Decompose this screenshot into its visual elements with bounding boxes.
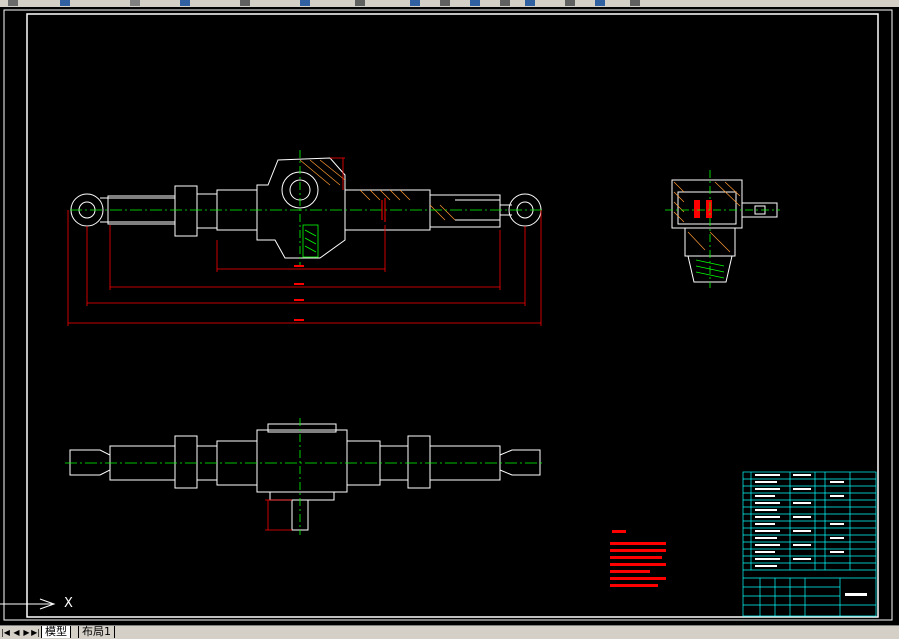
toolbar-icon[interactable]: [565, 0, 575, 6]
drawing-frame: [26, 13, 879, 618]
toolbar-icon[interactable]: [500, 0, 510, 6]
toolbar-icon[interactable]: [8, 0, 18, 6]
toolbar-icon[interactable]: [130, 0, 140, 6]
title-block: [742, 471, 877, 617]
tab-layout1[interactable]: 布局1: [78, 626, 115, 638]
ucs-icon: [0, 598, 56, 610]
toolbar-icon[interactable]: [470, 0, 480, 6]
front-view-accents: [70, 150, 545, 265]
side-view-accents: [665, 170, 780, 288]
front-view-hatch: [299, 159, 456, 221]
toolbar-icon[interactable]: [630, 0, 640, 6]
toolbar-icon[interactable]: [525, 0, 535, 6]
top-view-centerlines: [65, 418, 545, 535]
toolbar-icon[interactable]: [300, 0, 310, 6]
tab-last-icon[interactable]: ▶|: [31, 628, 40, 637]
side-view-hatch: [673, 181, 741, 253]
side-view-red-parts: [694, 200, 712, 218]
layout-tab-bar: |◀ ◀ ▶ ▶| 模型 布局1: [0, 625, 899, 639]
toolbar-icon[interactable]: [595, 0, 605, 6]
side-view: [671, 179, 778, 283]
front-view: [70, 157, 542, 259]
technical-notes: [610, 530, 666, 587]
toolbar-icon[interactable]: [410, 0, 420, 6]
dimension-text-marks: [294, 265, 304, 321]
tab-first-icon[interactable]: |◀: [1, 628, 10, 637]
toolbar-icon[interactable]: [355, 0, 365, 6]
title-block-text: [755, 474, 867, 596]
tab-next-icon[interactable]: ▶: [23, 628, 30, 637]
toolbar-icon[interactable]: [60, 0, 70, 6]
toolbar-icon[interactable]: [180, 0, 190, 6]
toolbar-icon[interactable]: [440, 0, 450, 6]
tab-prev-icon[interactable]: ◀: [13, 628, 20, 637]
front-view-dimensions: [67, 157, 542, 326]
cad-drawing[interactable]: [0, 7, 899, 625]
front-view-red-parts: [381, 198, 386, 222]
ucs-x-label: X: [64, 596, 73, 611]
top-view: [69, 423, 541, 531]
paper-border: [3, 9, 893, 621]
top-view-dimensions: [265, 499, 292, 531]
drawing-canvas[interactable]: [0, 7, 899, 625]
toolbar-icon[interactable]: [240, 0, 250, 6]
tab-model[interactable]: 模型: [41, 626, 71, 638]
